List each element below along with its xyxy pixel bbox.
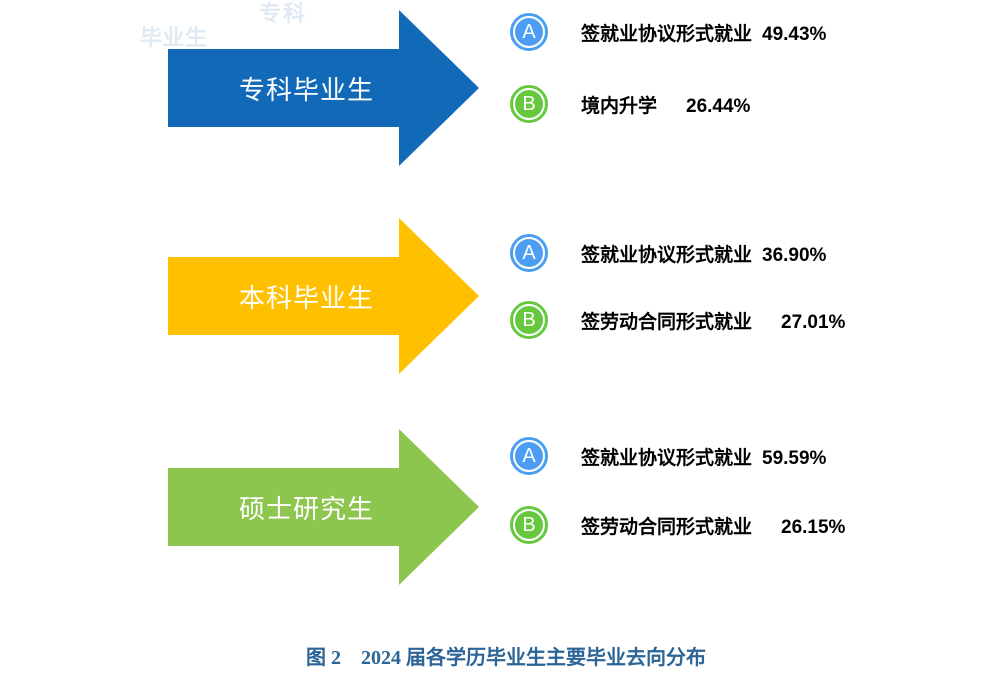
figure-caption: 图 2 2024 届各学历毕业生主要毕业去向分布: [306, 647, 706, 669]
right-arrow-shape: [168, 429, 479, 585]
stat-label: 签劳动合同形式就业: [581, 311, 753, 333]
stat-row: A 签就业协议形式就业 36.90%: [510, 234, 826, 272]
stat-value: 27.01%: [781, 311, 846, 333]
stat-row: A 签就业协议形式就业 59.59%: [510, 437, 826, 475]
stat-label: 签就业协议形式就业: [581, 23, 753, 45]
stat-row: B 签劳动合同形式就业 27.01%: [510, 301, 845, 339]
stat-row: A 签就业协议形式就业 49.43%: [510, 13, 826, 51]
ghost-text-zhuanke: 专科: [259, 1, 308, 26]
badge-b-icon: B: [510, 85, 548, 123]
arrow-shuoshi-svg: [168, 429, 479, 585]
stat-value: 59.59%: [762, 447, 827, 469]
right-arrow-shape: [168, 10, 479, 166]
stat-value: 36.90%: [762, 244, 827, 266]
badge-a-icon: A: [510, 234, 548, 272]
stat-row: B 签劳动合同形式就业 26.15%: [510, 506, 845, 544]
arrow-benke-svg: [168, 218, 479, 374]
stat-value: 26.15%: [781, 516, 846, 538]
stat-label: 签就业协议形式就业: [581, 447, 753, 469]
badge-b-letter: B: [515, 90, 543, 118]
arrow-zhuanke-svg: [168, 10, 479, 166]
arrow-shuoshi: 硕士研究生: [168, 429, 479, 585]
arrow-zhuanke: 专科毕业生: [168, 10, 479, 166]
stat-label: 境内升学: [581, 95, 658, 117]
badge-a-letter: A: [515, 442, 543, 470]
stat-value: 49.43%: [762, 23, 827, 45]
stat-row: B 境内升学 26.44%: [510, 85, 750, 123]
badge-b-icon: B: [510, 301, 548, 339]
badge-a-letter: A: [515, 239, 543, 267]
badge-b-letter: B: [515, 511, 543, 539]
stat-value: 26.44%: [686, 95, 751, 117]
badge-a-icon: A: [510, 13, 548, 51]
badge-a-icon: A: [510, 437, 548, 475]
arrow-benke: 本科毕业生: [168, 218, 479, 374]
right-arrow-shape: [168, 218, 479, 374]
badge-a-letter: A: [515, 18, 543, 46]
ghost-text-biyesheng: 毕业生: [140, 25, 208, 50]
badge-b-letter: B: [515, 306, 543, 334]
stat-label: 签劳动合同形式就业: [581, 516, 753, 538]
badge-b-icon: B: [510, 506, 548, 544]
stat-label: 签就业协议形式就业: [581, 244, 753, 266]
